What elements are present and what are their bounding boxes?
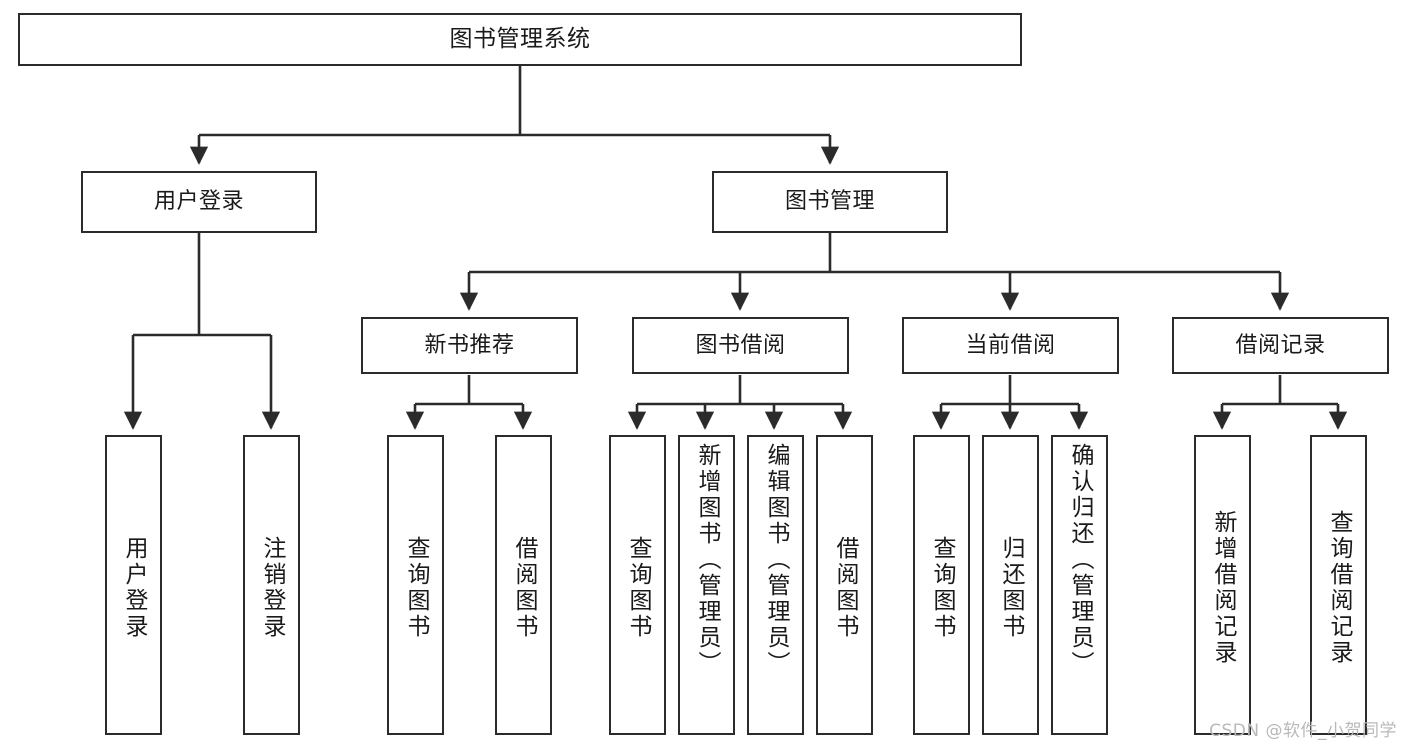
leaf-user-login[interactable]: 用户登录 xyxy=(105,435,162,735)
node-user-login-label: 用户登录 xyxy=(153,189,244,215)
leaf-add-borrow-record[interactable]: 新增借阅记录 xyxy=(1194,435,1251,735)
node-new-book-recommend-label: 新书推荐 xyxy=(424,332,515,358)
leaf-borrow-book-recommend[interactable]: 借阅图书 xyxy=(495,435,552,735)
leaf-query-book-current-label: 查询图书 xyxy=(929,536,955,640)
leaf-add-book[interactable]: 新增图书（管理员） xyxy=(678,435,735,735)
leaf-query-book-borrow[interactable]: 查询图书 xyxy=(609,435,666,735)
leaf-user-logout-label: 注销登录 xyxy=(259,536,285,640)
node-current-borrow[interactable]: 当前借阅 xyxy=(902,317,1119,374)
node-current-borrow-label: 当前借阅 xyxy=(965,332,1056,358)
leaf-query-book-recommend-label: 查询图书 xyxy=(403,536,429,640)
leaf-query-book-current[interactable]: 查询图书 xyxy=(913,435,970,735)
leaf-borrow-book-borrow[interactable]: 借阅图书 xyxy=(816,435,873,735)
node-borrow-record[interactable]: 借阅记录 xyxy=(1172,317,1389,374)
leaf-edit-book-label: 编辑图书（管理员） xyxy=(763,443,789,677)
leaf-borrow-book-borrow-label: 借阅图书 xyxy=(832,536,858,640)
leaf-confirm-return-label: 确认归还（管理员） xyxy=(1067,443,1093,677)
node-new-book-recommend[interactable]: 新书推荐 xyxy=(361,317,578,374)
leaf-return-book-label: 归还图书 xyxy=(998,536,1024,640)
node-book-borrow-label: 图书借阅 xyxy=(695,332,786,358)
leaf-query-borrow-record[interactable]: 查询借阅记录 xyxy=(1310,435,1367,735)
leaf-edit-book[interactable]: 编辑图书（管理员） xyxy=(747,435,804,735)
node-root-label: 图书管理系统 xyxy=(449,26,591,53)
leaf-add-book-label: 新增图书（管理员） xyxy=(694,443,720,677)
node-root[interactable]: 图书管理系统 xyxy=(18,13,1022,66)
node-book-manage[interactable]: 图书管理 xyxy=(712,171,948,233)
leaf-user-logout[interactable]: 注销登录 xyxy=(243,435,300,735)
watermark: CSDN @软件_小贺同学 xyxy=(1209,721,1397,741)
leaf-query-book-borrow-label: 查询图书 xyxy=(625,536,651,640)
node-borrow-record-label: 借阅记录 xyxy=(1235,332,1326,358)
leaf-return-book[interactable]: 归还图书 xyxy=(982,435,1039,735)
leaf-query-borrow-record-label: 查询借阅记录 xyxy=(1326,510,1352,666)
leaf-borrow-book-recommend-label: 借阅图书 xyxy=(511,536,537,640)
node-book-borrow[interactable]: 图书借阅 xyxy=(632,317,849,374)
node-book-manage-label: 图书管理 xyxy=(784,189,875,215)
leaf-confirm-return[interactable]: 确认归还（管理员） xyxy=(1051,435,1108,735)
node-user-login[interactable]: 用户登录 xyxy=(81,171,317,233)
leaf-query-book-recommend[interactable]: 查询图书 xyxy=(387,435,444,735)
leaf-user-login-label: 用户登录 xyxy=(121,536,147,640)
leaf-add-borrow-record-label: 新增借阅记录 xyxy=(1210,510,1236,666)
